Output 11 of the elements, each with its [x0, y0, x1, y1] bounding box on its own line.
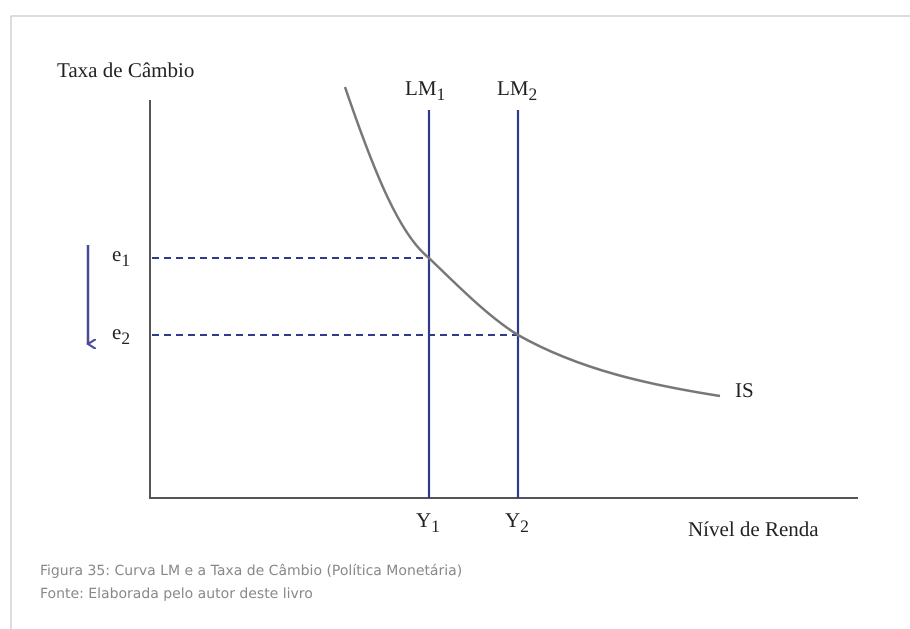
axis-value-label: e$_{2}$ — [112, 320, 130, 350]
axis-value-label: Y$_{2}$ — [505, 508, 529, 538]
axis-title: Nível de Renda — [688, 517, 819, 542]
figure-caption: Figura 35: Curva LM e a Taxa de Câmbio (Política Monetária) — [40, 563, 462, 579]
curve-label: LM$_{1}$ — [405, 76, 446, 106]
axis-title: Taxa de Câmbio — [57, 58, 194, 83]
curve-label: IS — [735, 378, 754, 403]
axis-value-label: Y$_{1}$ — [416, 508, 440, 538]
source-note: Fonte: Elaborada pelo autor deste livro — [40, 586, 313, 602]
curve-label: LM$_{2}$ — [497, 76, 538, 106]
axis-value-label: e$_{1}$ — [112, 242, 130, 272]
